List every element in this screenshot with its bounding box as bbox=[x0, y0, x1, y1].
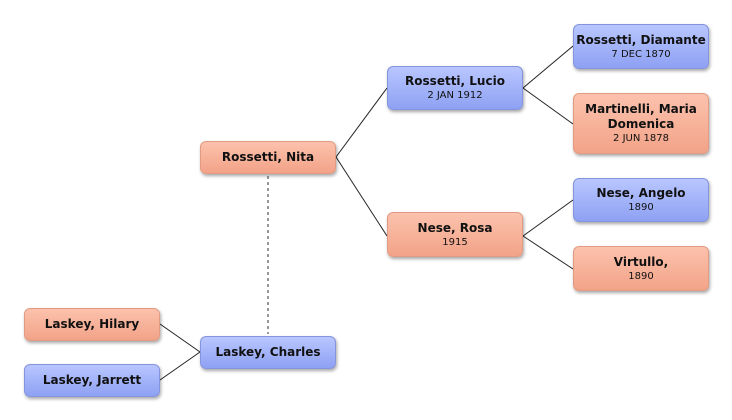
person-date: 1915 bbox=[442, 236, 468, 248]
person-rossetti-lucio[interactable]: Rossetti, Lucio 2 JAN 1912 bbox=[387, 66, 523, 110]
person-name: Laskey, Hilary bbox=[44, 317, 140, 331]
person-date: 7 DEC 1870 bbox=[611, 48, 671, 60]
person-nese-rosa[interactable]: Nese, Rosa 1915 bbox=[387, 212, 523, 257]
person-rossetti-nita[interactable]: Rossetti, Nita bbox=[200, 141, 336, 174]
person-virtullo[interactable]: Virtullo, 1890 bbox=[573, 246, 709, 291]
person-laskey-charles[interactable]: Laskey, Charles bbox=[200, 336, 336, 369]
person-name: Rossetti, Nita bbox=[221, 150, 315, 164]
person-name: Rossetti, Diamante bbox=[576, 32, 706, 47]
person-name: Laskey, Charles bbox=[215, 345, 321, 359]
person-nese-angelo[interactable]: Nese, Angelo 1890 bbox=[573, 178, 709, 222]
person-date: 1890 bbox=[628, 270, 654, 282]
connector-nita-parents bbox=[335, 87, 388, 237]
person-rossetti-diamante[interactable]: Rossetti, Diamante 7 DEC 1870 bbox=[573, 24, 709, 69]
person-name: Laskey, Jarrett bbox=[42, 373, 142, 387]
person-laskey-hilary[interactable]: Laskey, Hilary bbox=[24, 308, 160, 341]
person-laskey-jarrett[interactable]: Laskey, Jarrett bbox=[24, 364, 160, 397]
person-name: Martinelli, Maria Domenica bbox=[585, 102, 697, 131]
connector-charles-children bbox=[159, 323, 201, 381]
person-name: Rossetti, Lucio bbox=[405, 74, 505, 88]
connector-lucio-parents bbox=[522, 45, 574, 125]
person-name: Virtullo, bbox=[613, 254, 669, 269]
person-name: Nese, Rosa bbox=[417, 220, 493, 235]
person-date: 1890 bbox=[628, 202, 654, 213]
person-date: 2 JAN 1912 bbox=[427, 90, 483, 101]
person-name: Nese, Angelo bbox=[596, 186, 686, 200]
person-date: 2 JUN 1878 bbox=[613, 133, 669, 144]
person-martinelli-maria-domenica[interactable]: Martinelli, Maria Domenica 2 JUN 1878 bbox=[573, 93, 709, 154]
connector-rosa-parents bbox=[522, 199, 574, 270]
